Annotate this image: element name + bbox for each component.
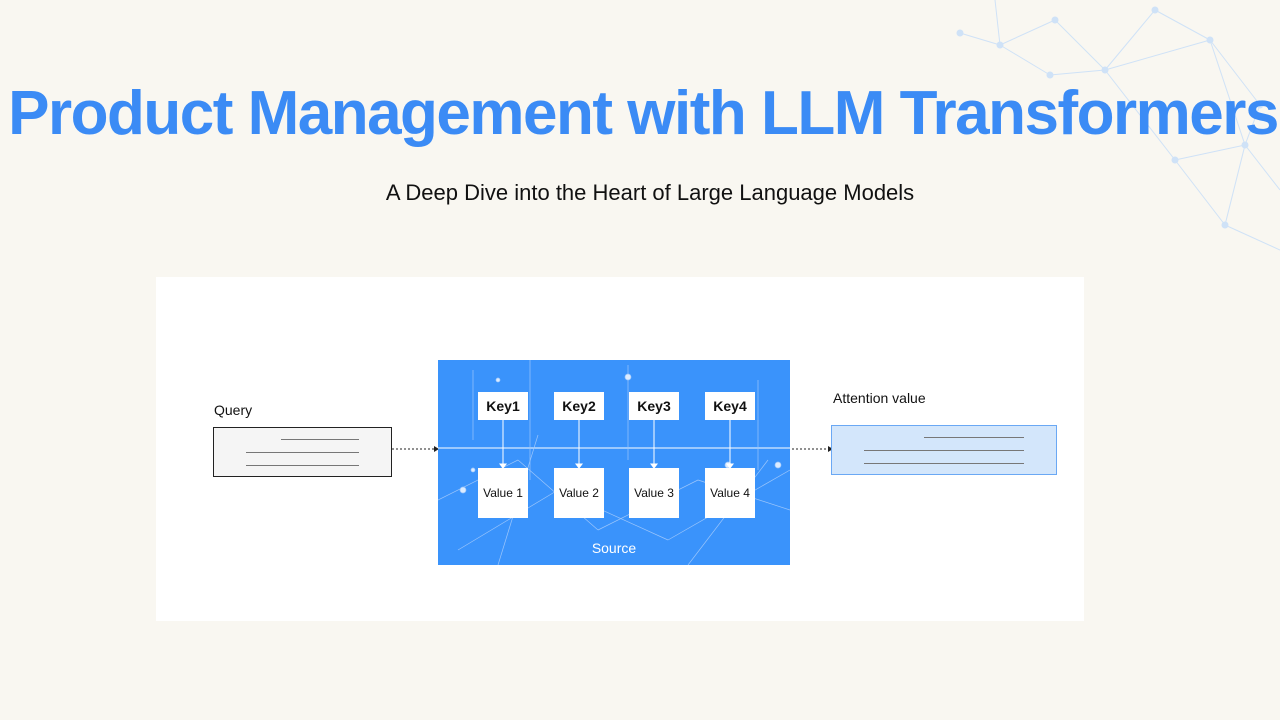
value-box-3: Value 3 xyxy=(629,468,679,518)
query-box xyxy=(213,427,392,477)
attention-diagram: Query Key1 Key2 Key3 Key4 Value 1 Value … xyxy=(156,277,1084,621)
attention-value-label: Attention value xyxy=(833,390,926,406)
page-subtitle: A Deep Dive into the Heart of Large Lang… xyxy=(385,180,915,205)
source-label: Source xyxy=(591,540,637,556)
key-box-4: Key4 xyxy=(705,392,755,420)
attention-arrow-icon xyxy=(792,446,833,452)
network-decoration-icon xyxy=(956,0,1280,251)
page-title: Product Management with LLM Transformers xyxy=(8,79,1279,148)
key-box-3: Key3 xyxy=(629,392,679,420)
attention-value-box xyxy=(831,425,1057,475)
value-box-2: Value 2 xyxy=(554,468,604,518)
key-box-2: Key2 xyxy=(554,392,604,420)
key-value-arrows-icon xyxy=(499,420,734,469)
source-box: Key1 Key2 Key3 Key4 Value 1 Value 2 Valu… xyxy=(438,360,790,565)
query-arrow-icon xyxy=(392,446,439,452)
key-box-1: Key1 xyxy=(478,392,528,420)
value-box-1: Value 1 xyxy=(478,468,528,518)
query-label: Query xyxy=(214,402,253,418)
value-box-4: Value 4 xyxy=(705,468,755,518)
